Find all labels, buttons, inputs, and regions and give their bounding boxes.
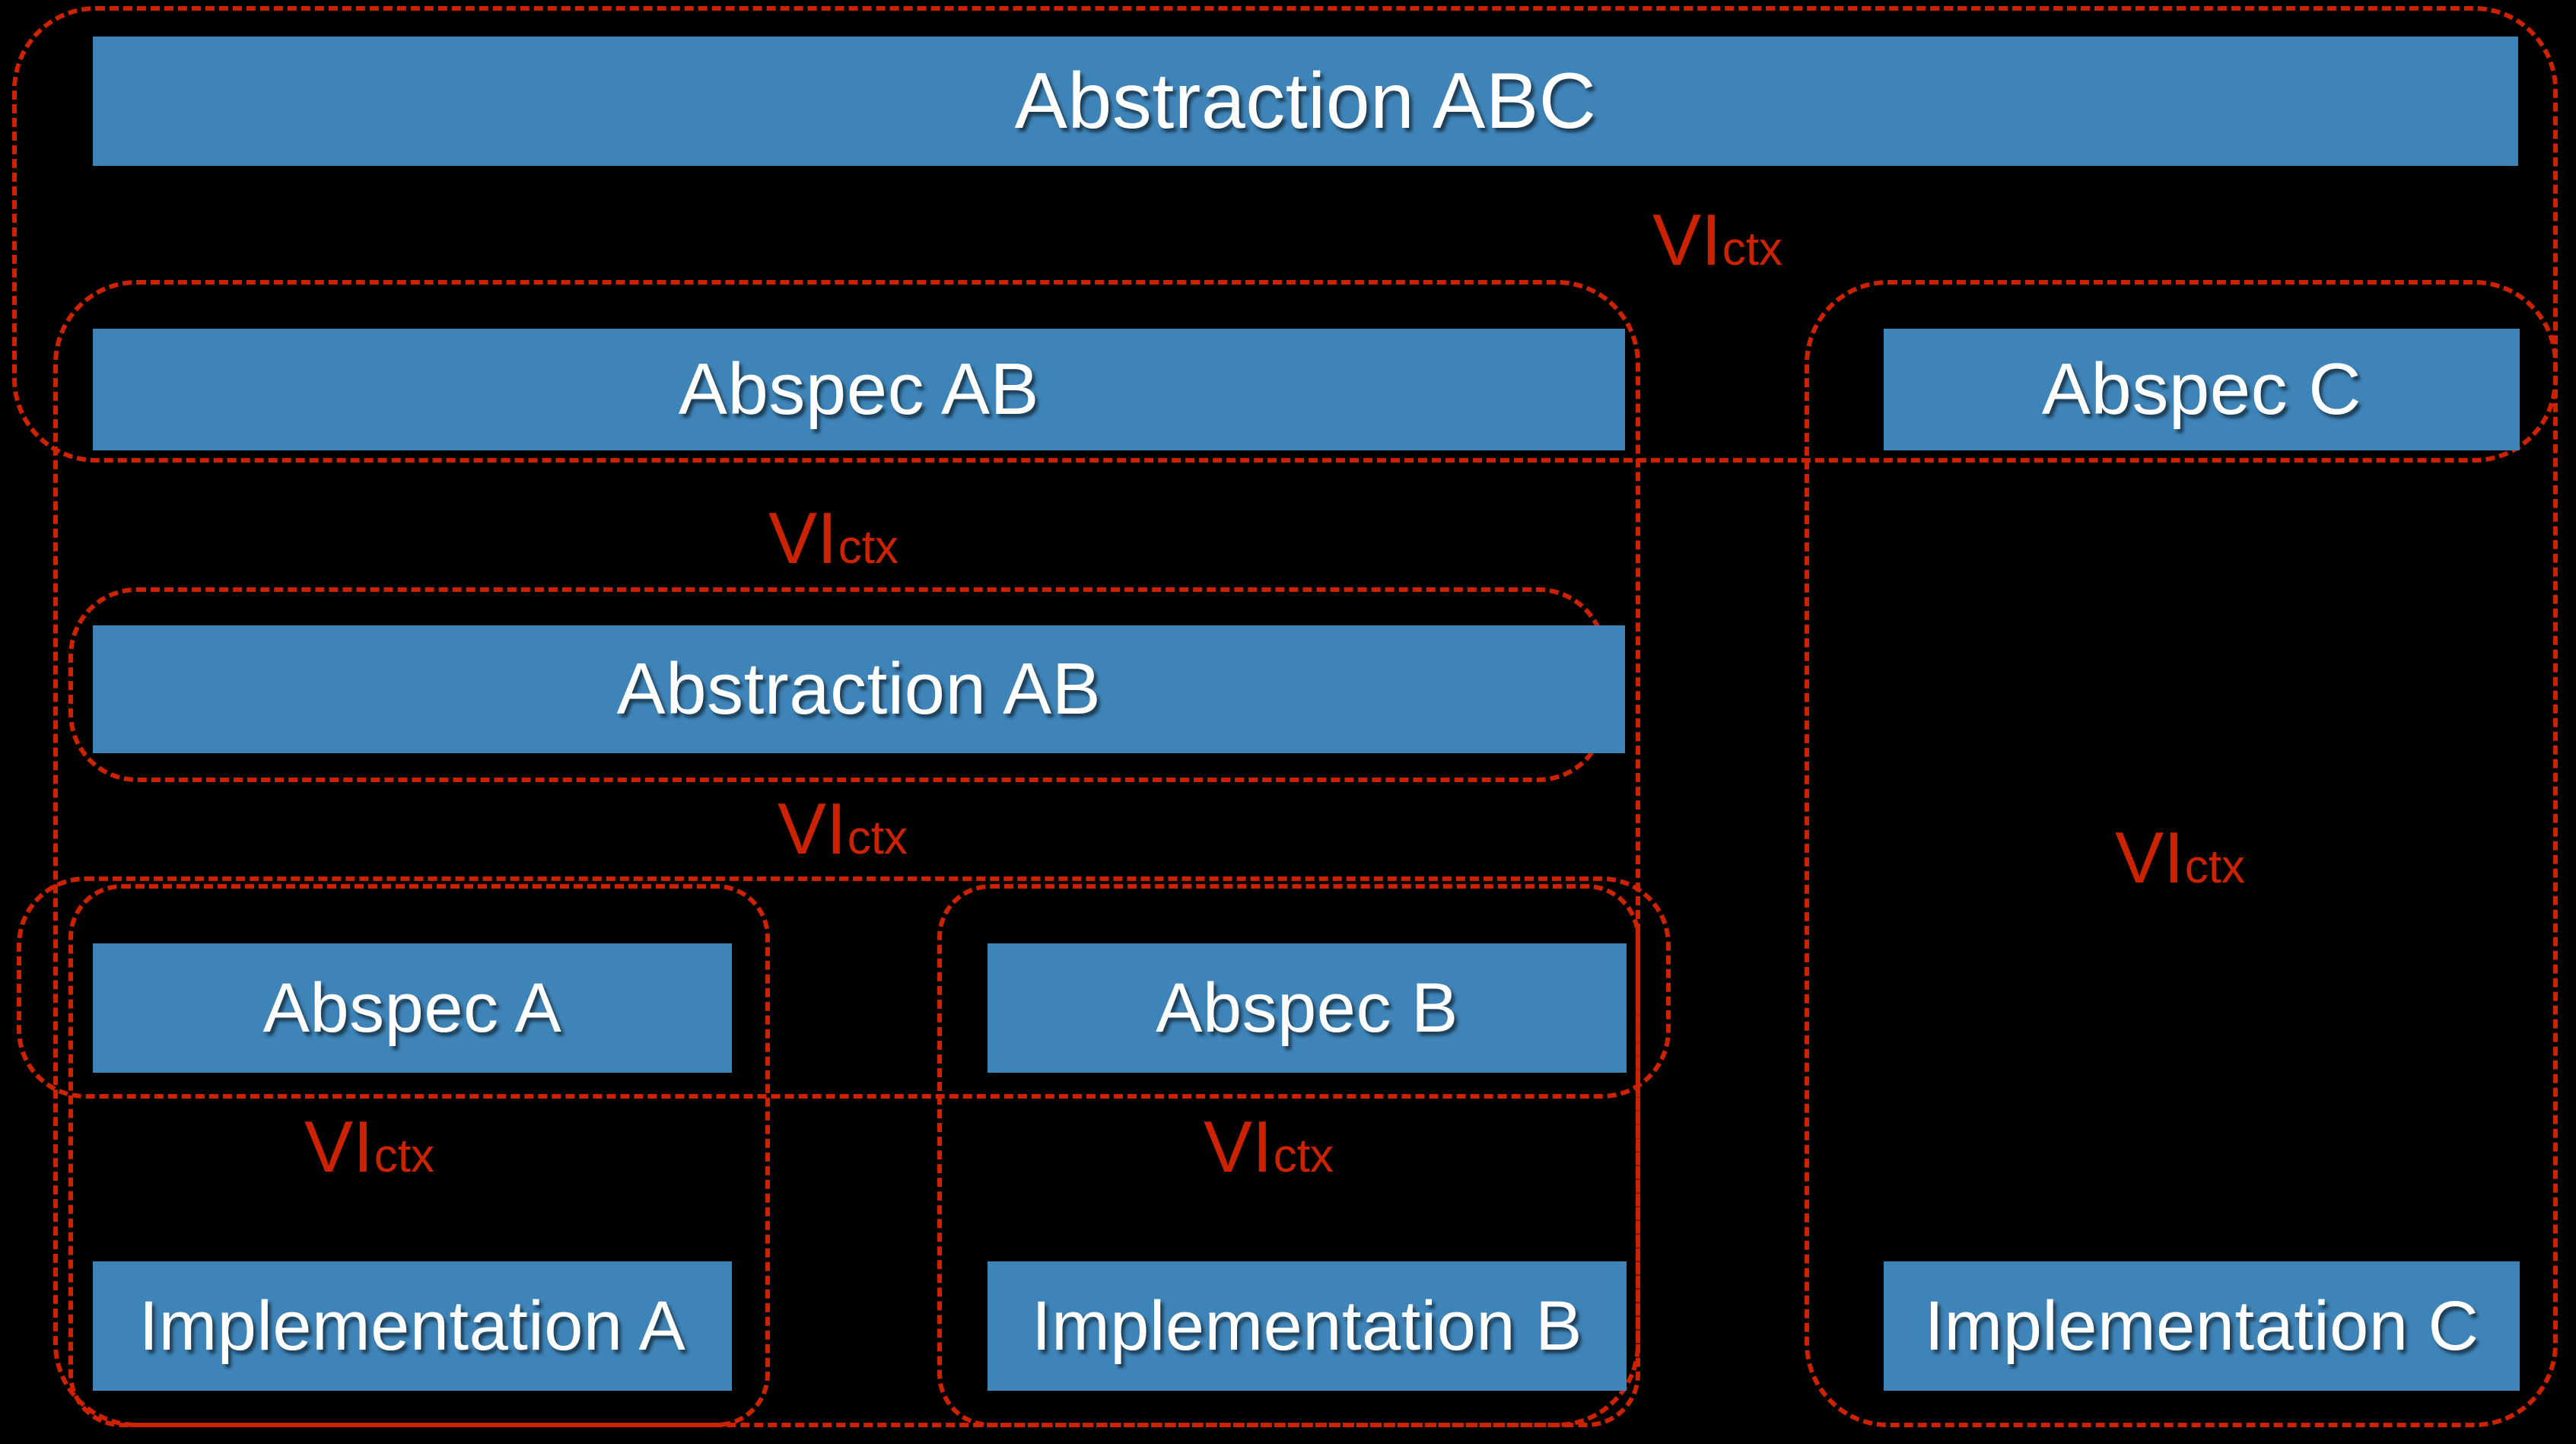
node-implementation-b[interactable]: Implementation B [987,1261,1627,1391]
node-label: Abspec C [2041,348,2362,430]
node-label: Abstraction ABC [1014,56,1597,145]
vi-sub: ctx [847,812,908,864]
node-implementation-c[interactable]: Implementation C [1884,1261,2520,1391]
vi-sub: ctx [2184,841,2245,893]
vi-main: VI [768,498,838,579]
node-abspec-ab[interactable]: Abspec AB [93,329,1625,450]
node-label: Implementation C [1924,1287,2479,1365]
vi-main: VI [304,1106,374,1188]
node-abstraction-abc[interactable]: Abstraction ABC [93,37,2518,166]
vi-sub: ctx [1722,223,1783,275]
node-abspec-a[interactable]: Abspec A [93,943,732,1073]
node-abstraction-ab[interactable]: Abstraction AB [93,625,1625,753]
node-implementation-a[interactable]: Implementation A [93,1261,732,1391]
node-abspec-c[interactable]: Abspec C [1884,329,2520,450]
node-label: Abspec A [262,968,562,1047]
vi-main: VI [1204,1106,1273,1188]
node-label: Implementation B [1032,1287,1582,1365]
vi-main: VI [2115,817,2184,899]
node-label: Abstraction AB [616,648,1102,730]
vi-sub: ctx [374,1130,434,1182]
vi-main: VI [778,788,847,870]
node-label: Implementation A [138,1287,686,1365]
node-label: Abspec B [1156,968,1458,1047]
vi-sub: ctx [838,521,898,574]
node-label: Abspec AB [678,348,1040,430]
node-abspec-b[interactable]: Abspec B [987,943,1627,1073]
vi-main: VI [1652,199,1722,281]
vi-sub: ctx [1273,1130,1334,1182]
